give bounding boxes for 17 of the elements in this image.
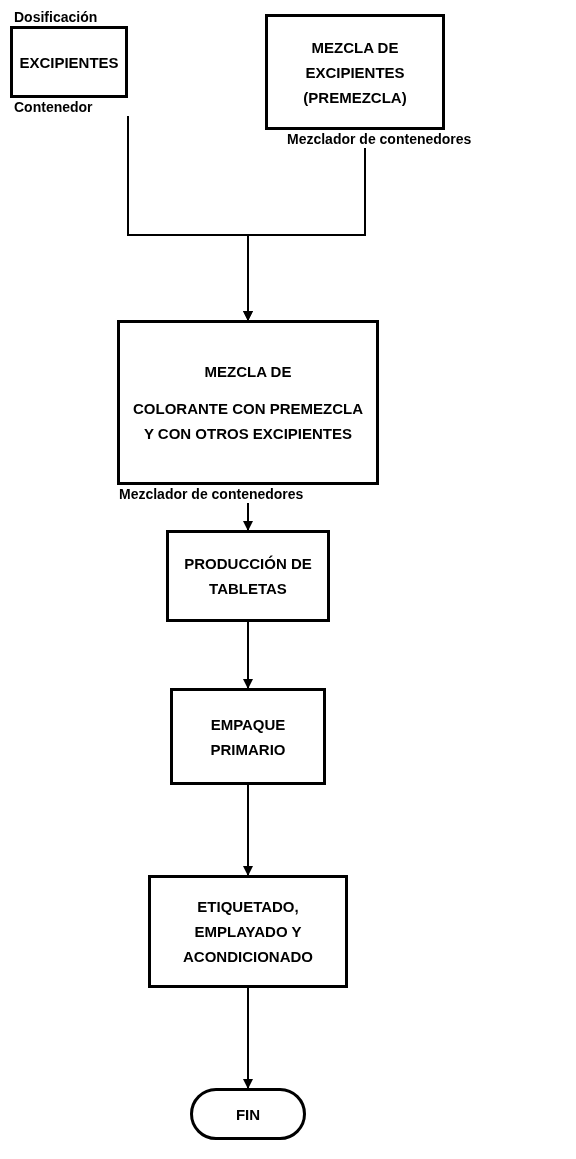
arrow <box>243 502 253 531</box>
box-label: FIN <box>235 1104 261 1125</box>
arrow <box>243 987 253 1089</box>
node-caption: Dosificación <box>14 8 98 26</box>
node-caption: Contenedor <box>14 98 93 116</box>
node-caption: Mezclador de contenedores <box>119 485 304 503</box>
box-label: MEZCLA DE <box>204 362 292 382</box>
box-label: COLORANTE CON PREMEZCLA Y CON OTROS EXCIPIENTES <box>132 399 364 444</box>
arrow <box>243 784 253 876</box>
box-label: EXCIPIENTES <box>19 52 119 73</box>
arrow <box>243 147 366 321</box>
box-label: ETIQUETADO, EMPLAYADO Y ACONDICIONADO <box>182 897 314 967</box>
box-label: PRODUCCIÓN DE TABLETAS <box>183 554 313 599</box>
node-caption: Mezclador de contenedores <box>287 130 472 148</box>
arrow <box>243 621 253 689</box>
box-label: MEZCLA DE EXCIPIENTES (PREMEZCLA) <box>302 37 408 108</box>
box-label: EMPAQUE PRIMARIO <box>209 714 287 760</box>
